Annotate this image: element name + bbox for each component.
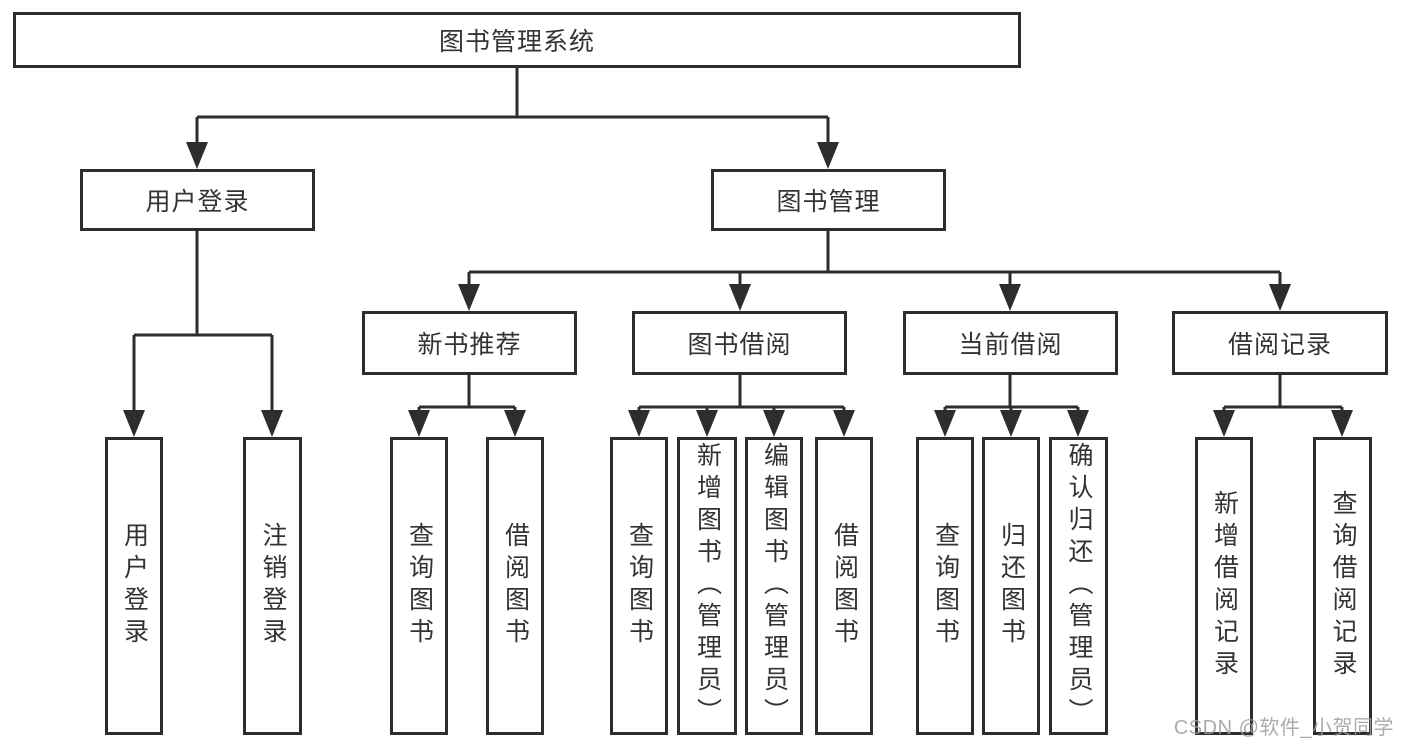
leaf-label: 查询图书 — [405, 522, 434, 650]
node-new-book-recommend: 新书推荐 — [362, 311, 577, 375]
leaf-query-books-borrow: 查询图书 — [610, 437, 668, 735]
arrowhead — [763, 410, 785, 437]
leaf-borrow-books-recommend: 借阅图书 — [486, 437, 544, 735]
leaf-label: 归还图书 — [997, 522, 1026, 650]
leaf-label: 查询图书 — [625, 522, 654, 650]
node-label: 用户登录 — [145, 188, 250, 216]
leaf-edit-book-admin: 编辑图书（管理员） — [745, 437, 803, 735]
leaf-label: 确认归还（管理员） — [1065, 442, 1093, 730]
arrowhead — [1269, 284, 1291, 311]
node-library-system: 图书管理系统 — [13, 12, 1021, 68]
arrowhead — [123, 410, 145, 437]
leaf-label: 查询图书 — [931, 522, 960, 650]
arrowhead — [628, 410, 650, 437]
arrowhead — [261, 410, 283, 437]
leaf-label: 新增图书（管理员） — [693, 442, 722, 730]
node-label: 新书推荐 — [417, 331, 522, 359]
arrowhead — [1213, 410, 1235, 437]
arrowhead — [1331, 410, 1353, 437]
leaf-add-book-admin: 新增图书（管理员） — [677, 437, 737, 735]
arrowhead — [1067, 410, 1089, 437]
leaf-label: 借阅图书 — [830, 522, 859, 650]
connector-book-borrow — [637, 375, 846, 413]
connector-new-book-recommend — [417, 375, 517, 413]
arrowhead — [833, 410, 855, 437]
node-label: 图书管理 — [776, 188, 881, 216]
arrowhead — [817, 142, 839, 169]
arrowhead — [408, 410, 430, 437]
leaf-add-borrow-record: 新增借阅记录 — [1195, 437, 1253, 735]
node-book-management: 图书管理 — [711, 169, 946, 231]
leaf-user-login: 用户登录 — [105, 437, 163, 735]
leaf-label: 用户登录 — [120, 522, 149, 650]
watermark: CSDN @软件_小贺同学 — [1173, 717, 1394, 739]
leaf-return-book: 归还图书 — [982, 437, 1040, 735]
leaf-label: 新增借阅记录 — [1210, 490, 1239, 682]
node-user-login: 用户登录 — [80, 169, 315, 231]
node-borrow-records: 借阅记录 — [1172, 311, 1388, 375]
node-label: 借阅记录 — [1227, 331, 1332, 359]
leaf-label: 编辑图书（管理员） — [760, 442, 789, 730]
connector-user-login — [132, 231, 274, 413]
arrowhead — [504, 410, 526, 437]
node-label: 当前借阅 — [958, 331, 1063, 359]
leaf-query-books-recommend: 查询图书 — [390, 437, 448, 735]
leaf-confirm-return-admin: 确认归还（管理员） — [1049, 437, 1108, 735]
leaf-borrow-books: 借阅图书 — [815, 437, 873, 735]
arrowhead — [186, 142, 208, 169]
node-label: 图书管理系统 — [438, 28, 595, 56]
leaf-label: 查询借阅记录 — [1329, 490, 1357, 682]
leaf-label: 注销登录 — [259, 522, 287, 650]
leaf-query-borrow-record: 查询借阅记录 — [1313, 437, 1372, 735]
connector-current-borrow — [943, 375, 1080, 413]
connector-book-management — [467, 231, 1282, 288]
node-label: 图书借阅 — [687, 331, 792, 359]
node-book-borrow: 图书借阅 — [632, 311, 847, 375]
arrowhead — [1000, 410, 1022, 437]
arrowhead — [696, 410, 718, 437]
arrowhead — [458, 284, 480, 311]
arrowhead — [934, 410, 956, 437]
leaf-logout: 注销登录 — [243, 437, 302, 735]
leaf-query-books-current: 查询图书 — [916, 437, 974, 735]
node-current-borrow: 当前借阅 — [903, 311, 1118, 375]
arrowhead — [729, 284, 751, 311]
arrowhead — [999, 284, 1021, 311]
connector-root — [195, 68, 830, 146]
connector-borrow-records — [1222, 375, 1344, 413]
leaf-label: 借阅图书 — [501, 522, 530, 650]
